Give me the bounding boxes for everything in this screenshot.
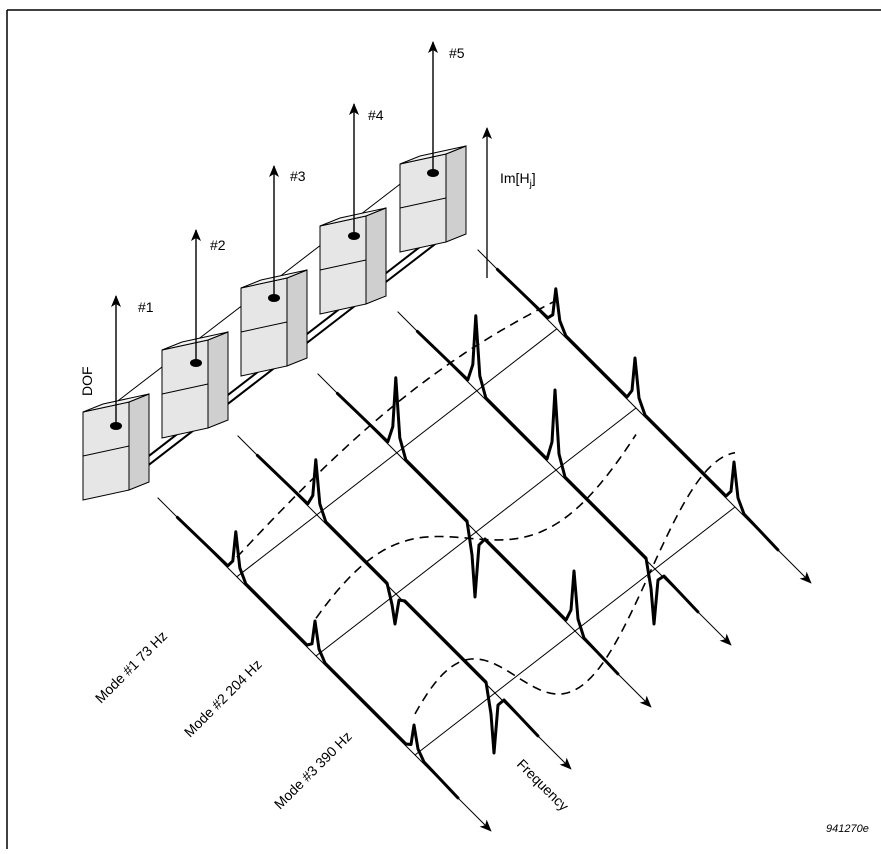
mode-line-1 (236, 328, 558, 578)
block-top-face (161, 331, 229, 351)
dof-block-4 (319, 207, 387, 315)
mode-label-3: Mode #3 390 Hz (271, 728, 355, 812)
block-top-face (319, 207, 387, 227)
figure-id: 941270e (826, 823, 869, 835)
mode-shape-3 (414, 451, 736, 715)
frf-trace-dof-3 (335, 376, 620, 676)
block-side-face (286, 269, 308, 367)
mode-label-2: Mode #2 204 Hz (181, 656, 265, 740)
dof-axis-label: DOF (79, 366, 95, 396)
im-axis-label: Im[Hj] (500, 170, 536, 190)
dof-label-1: #1 (138, 299, 154, 315)
block-seam (82, 445, 130, 457)
dof-block-2 (161, 331, 229, 439)
block-side-face (128, 393, 150, 491)
dof-block-1 (82, 393, 150, 501)
frf-traces (175, 267, 780, 800)
mode-shape-2 (315, 434, 637, 619)
block-seam (161, 383, 209, 395)
frf-trace-dof-2 (255, 453, 540, 755)
frf-trace-dof-5 (495, 267, 780, 552)
mode-shape-1 (236, 299, 558, 558)
block-side-face (445, 145, 467, 243)
dof-label-3: #3 (290, 168, 306, 184)
dof-label-4: #4 (368, 107, 384, 123)
dof-block-3 (240, 269, 308, 377)
frequency-label: Frequency (514, 756, 572, 814)
mode-label-1: Mode #1 73 Hz (92, 628, 170, 706)
block-seam (240, 321, 288, 333)
frf-trace-dof-4 (415, 314, 700, 626)
mode-shape-curves (236, 299, 736, 715)
dof-arrows (111, 41, 438, 426)
block-side-face (365, 207, 387, 305)
block-seam (399, 197, 447, 209)
frf-trace-dof-1 (175, 515, 460, 800)
dof-label-2: #2 (210, 237, 226, 253)
block-side-face (207, 331, 229, 429)
block-seam (319, 259, 367, 271)
mode-line-3 (414, 506, 736, 756)
dof-blocks (82, 145, 467, 501)
mode-line-2 (315, 407, 637, 657)
dof-label-5: #5 (449, 45, 465, 61)
